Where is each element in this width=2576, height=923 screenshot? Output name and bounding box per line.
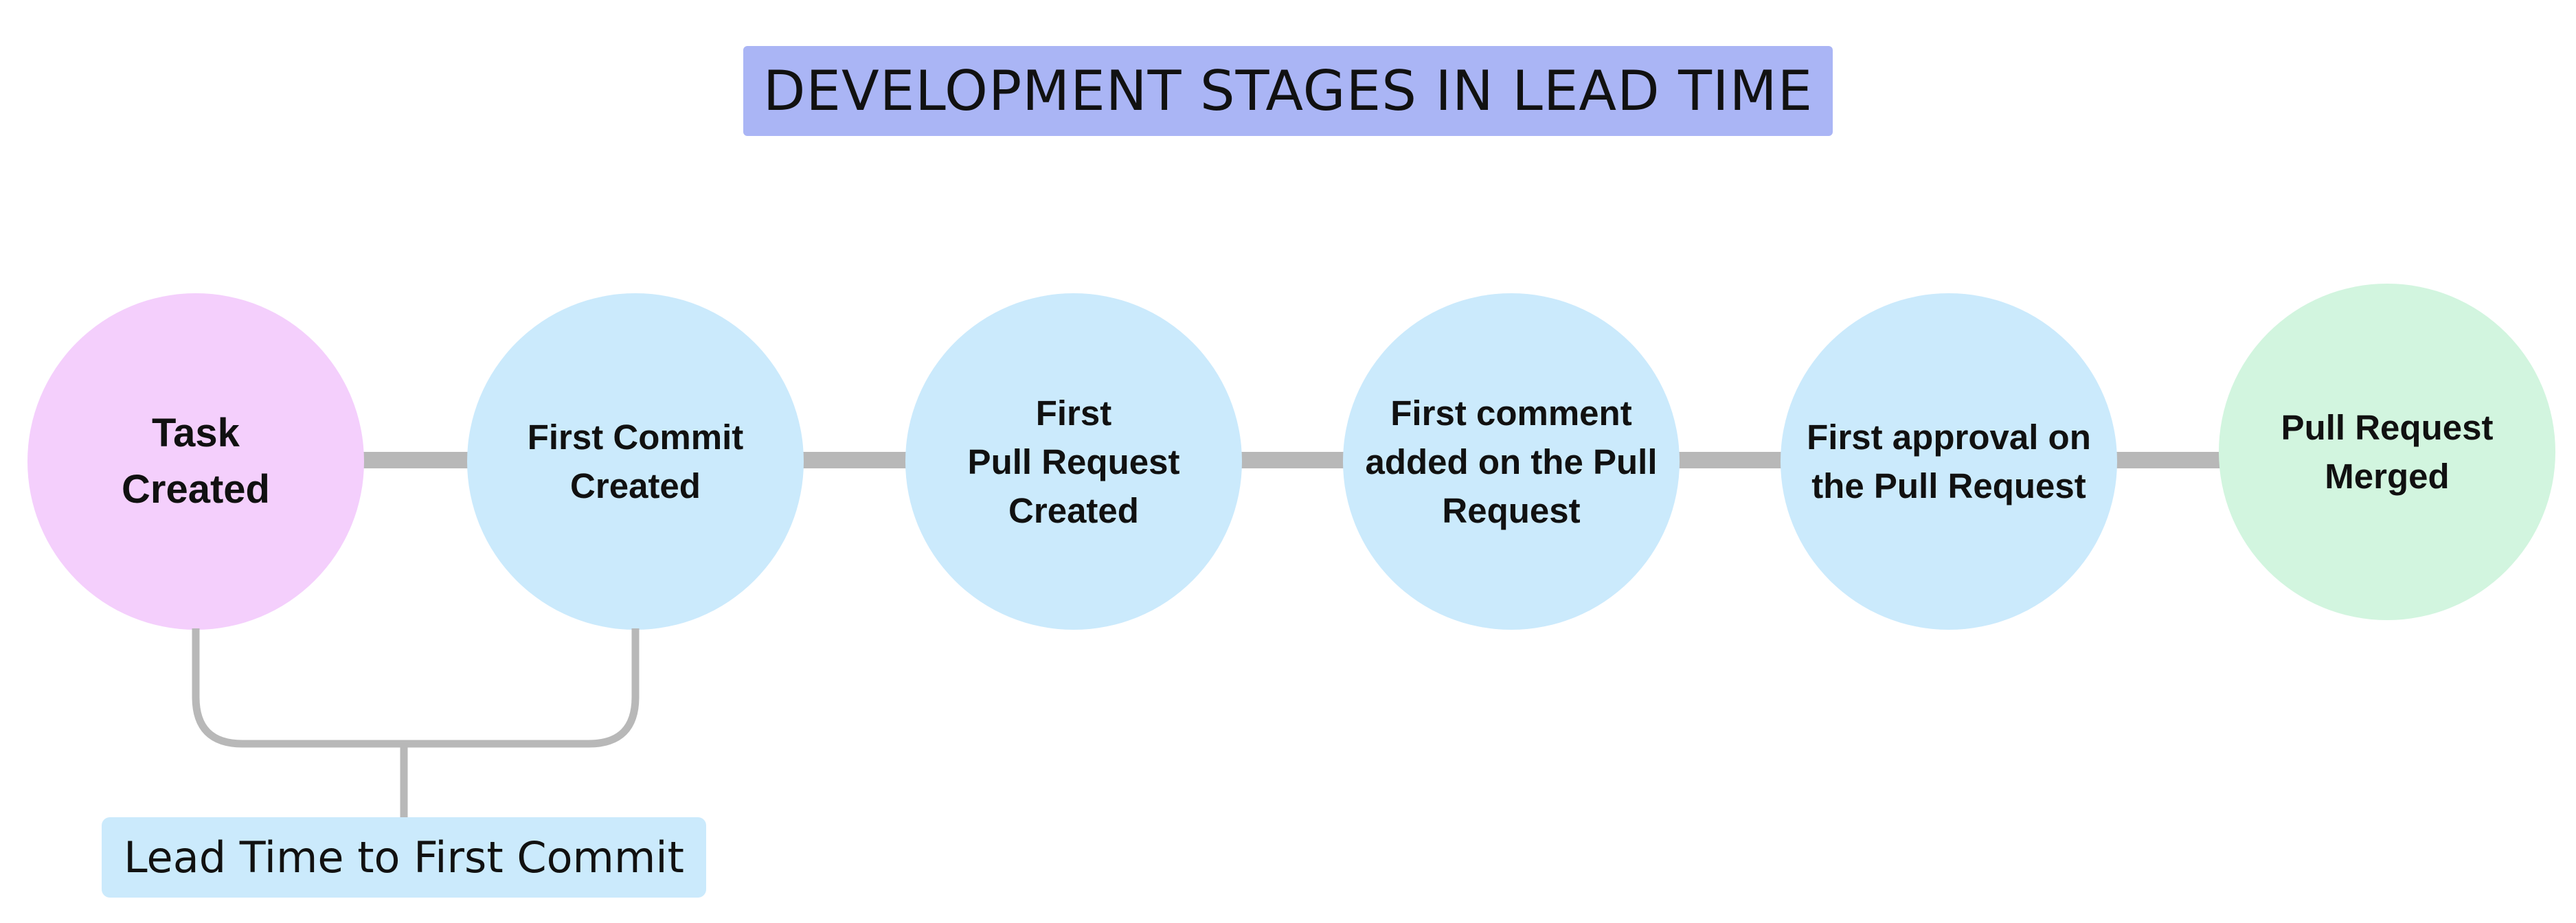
stage-label: First approval on the Pull Request — [1807, 418, 2091, 505]
stage-label: First comment added on the Pull Request — [1365, 393, 1658, 530]
stage-first-pull-request-created: First Pull Request Created — [905, 293, 1242, 630]
stage-label: First Pull Request Created — [967, 393, 1180, 530]
stage-pull-request-merged: Pull Request Merged — [2219, 284, 2555, 620]
connector-3-4 — [1236, 452, 1353, 468]
stage-label: First Commit Created — [527, 418, 744, 505]
stage-first-commit-created: First Commit Created — [467, 293, 804, 630]
connector-2-3 — [797, 452, 914, 468]
diagram-title-box: DEVELOPMENT STAGES IN LEAD TIME — [743, 46, 1833, 136]
bracket-line — [192, 628, 640, 748]
stage-first-approval: First approval on the Pull Request — [1781, 293, 2117, 630]
connector-1-2 — [357, 452, 474, 468]
stage-label: Task Created — [122, 411, 270, 512]
lead-time-label: Lead Time to First Commit — [124, 832, 684, 882]
diagram-title: DEVELOPMENT STAGES IN LEAD TIME — [762, 59, 1814, 123]
stage-label: Pull Request Merged — [2281, 408, 2494, 496]
connector-5-6 — [2116, 452, 2233, 468]
connector-4-5 — [1676, 452, 1793, 468]
lead-time-box: Lead Time to First Commit — [102, 817, 706, 898]
stage-task-created: Task Created — [27, 293, 364, 630]
stage-first-comment-added: First comment added on the Pull Request — [1343, 293, 1680, 630]
